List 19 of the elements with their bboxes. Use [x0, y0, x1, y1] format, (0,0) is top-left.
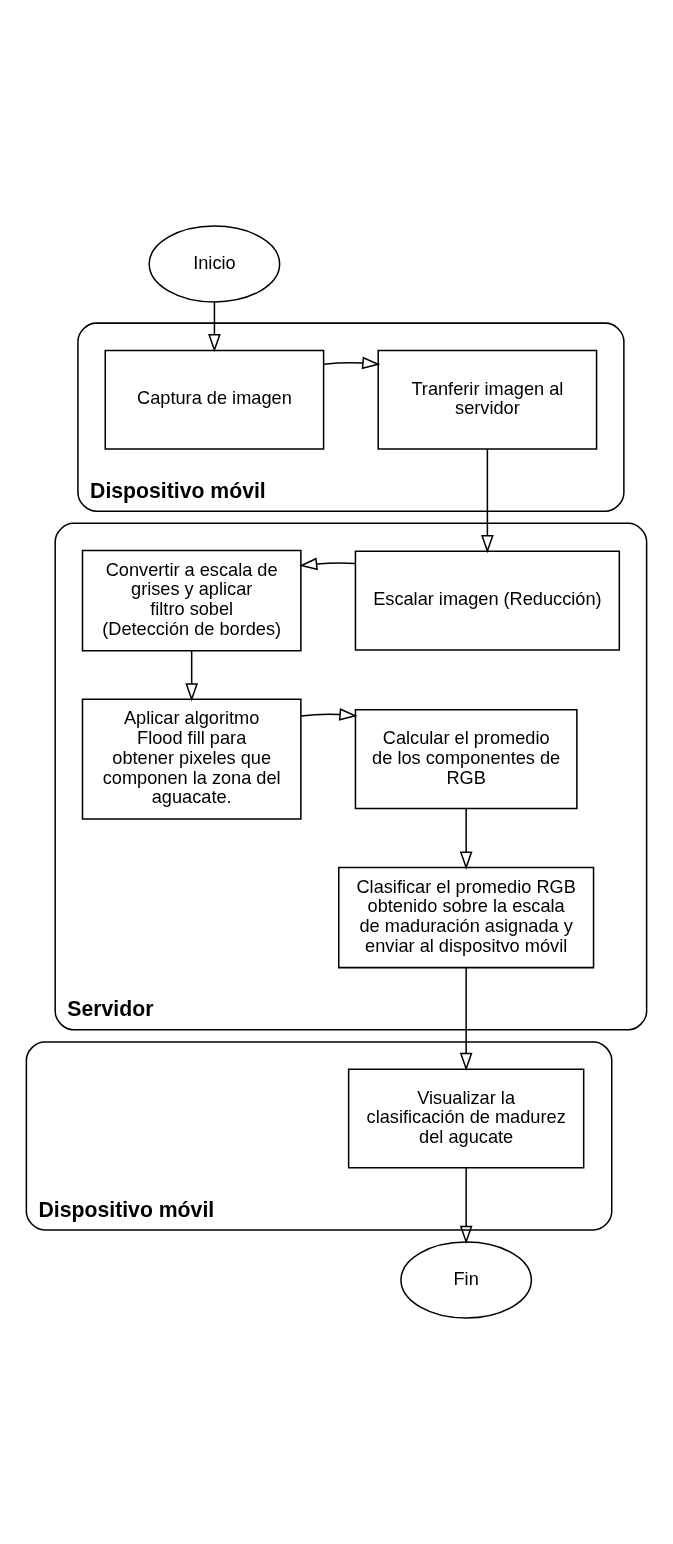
arrow — [185, 650, 199, 702]
node-box: Aplicar algoritmo Flood fill para obtener pixeles que componen la zona del aguacate. — [81, 698, 302, 820]
node-box: Tranferir imagen al servidor — [377, 349, 598, 450]
arrow — [299, 557, 356, 571]
node-box: Clasificar el promedio RGB obtenido sobre la escala de maduración asignada y enviar al dispositvo móvil — [338, 866, 595, 969]
node-ellipse: Inicio — [148, 225, 281, 303]
node-box: Visualizar la clasificación de madurez del agucate — [347, 1068, 585, 1169]
arrow — [300, 708, 358, 721]
arrow — [481, 448, 494, 554]
node-box: Calcular el promedio de los componentes de RGB — [354, 709, 578, 810]
arrow — [322, 356, 381, 370]
node-box: Convertir a escala de grises y aplicar filtro sobel (Detección de bordes) — [81, 549, 302, 652]
arrow — [208, 301, 221, 353]
arrow — [459, 807, 473, 870]
arrow — [459, 1167, 473, 1245]
node-ellipse: Fin — [400, 1241, 533, 1319]
node-box: Captura de imagen — [104, 349, 325, 450]
node-box: Escalar imagen (Reducción) — [354, 550, 621, 651]
arrow — [459, 967, 473, 1071]
